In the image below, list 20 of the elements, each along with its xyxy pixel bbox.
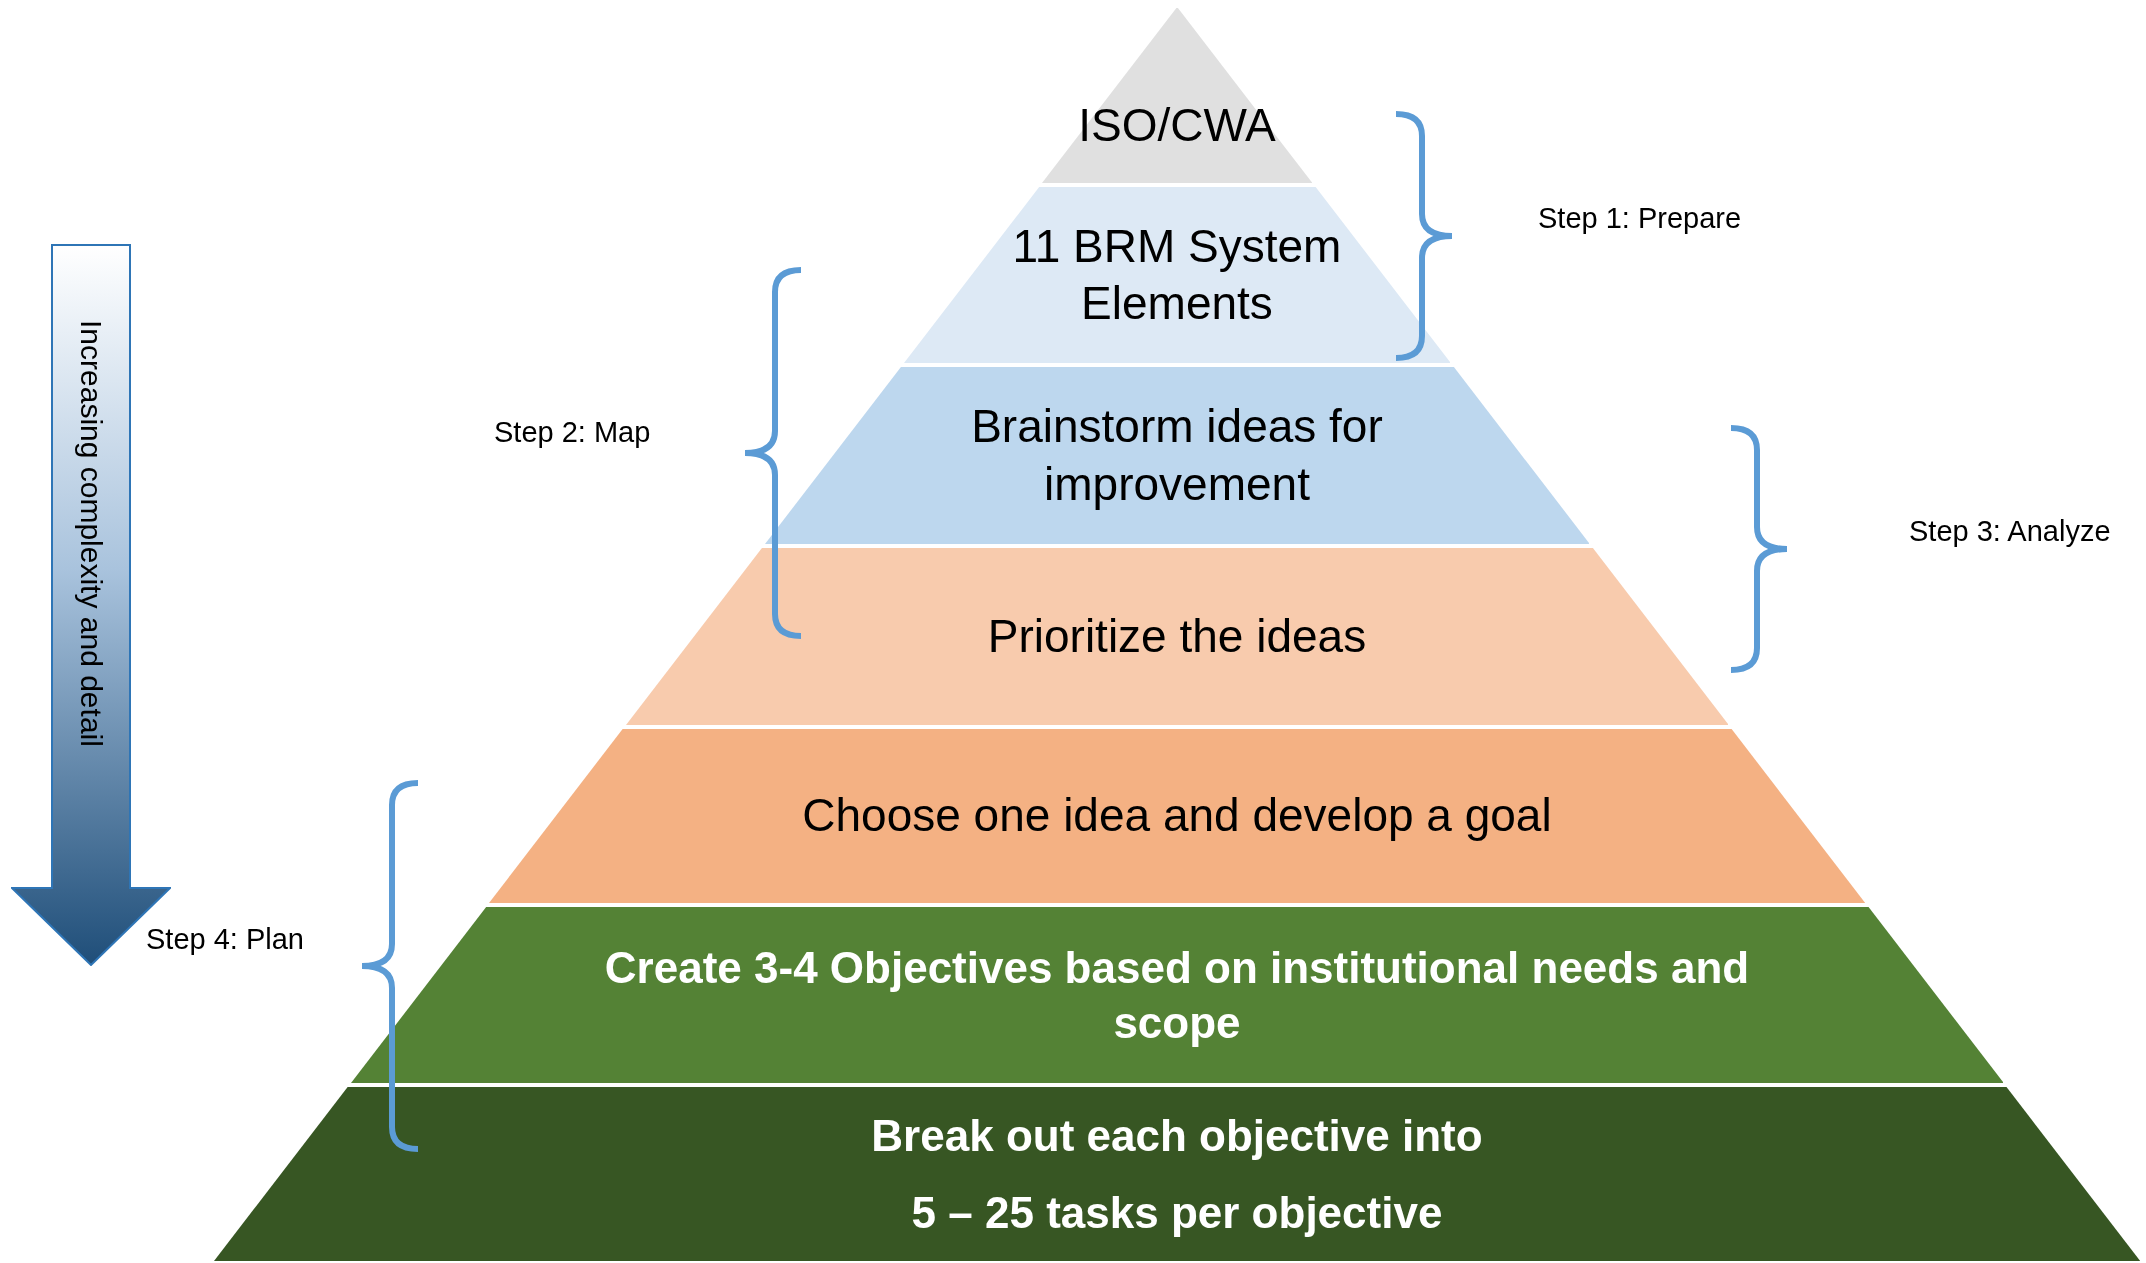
tier-label: Choose one idea and develop a goal bbox=[802, 788, 1552, 844]
step-label: Step 1: Prepare bbox=[1538, 202, 1742, 235]
step-label: Step 2: Map bbox=[494, 416, 651, 449]
pyramid-tier bbox=[1041, 8, 1313, 183]
tier-label: Prioritize the ideas bbox=[987, 608, 1367, 664]
pyramid-tier bbox=[213, 1087, 2141, 1261]
pyramid-tier bbox=[350, 907, 2004, 1083]
tier-label: ISO/CWA bbox=[1078, 98, 1276, 154]
tier-label: Create 3-4 Objectives based on institutional needs and scope bbox=[603, 942, 1751, 1049]
pyramid-tier bbox=[903, 187, 1451, 363]
pyramid-tier bbox=[625, 548, 1729, 725]
tier-label: Brainstorm ideas for improvement bbox=[970, 399, 1384, 512]
tier-label: Break out each objective into bbox=[871, 1110, 1483, 1163]
step-label: Step 4: Plan bbox=[146, 923, 304, 956]
tier-label: 11 BRM System Elements bbox=[1011, 218, 1343, 331]
tier-label: 5 – 25 tasks per objective bbox=[911, 1186, 1443, 1239]
pyramid-tier bbox=[764, 367, 1590, 544]
step-label: Step 3: Analyze bbox=[1909, 515, 2111, 548]
pyramid-tier bbox=[488, 729, 1866, 903]
arrow-label: Increasing complexity and detail bbox=[74, 320, 109, 747]
